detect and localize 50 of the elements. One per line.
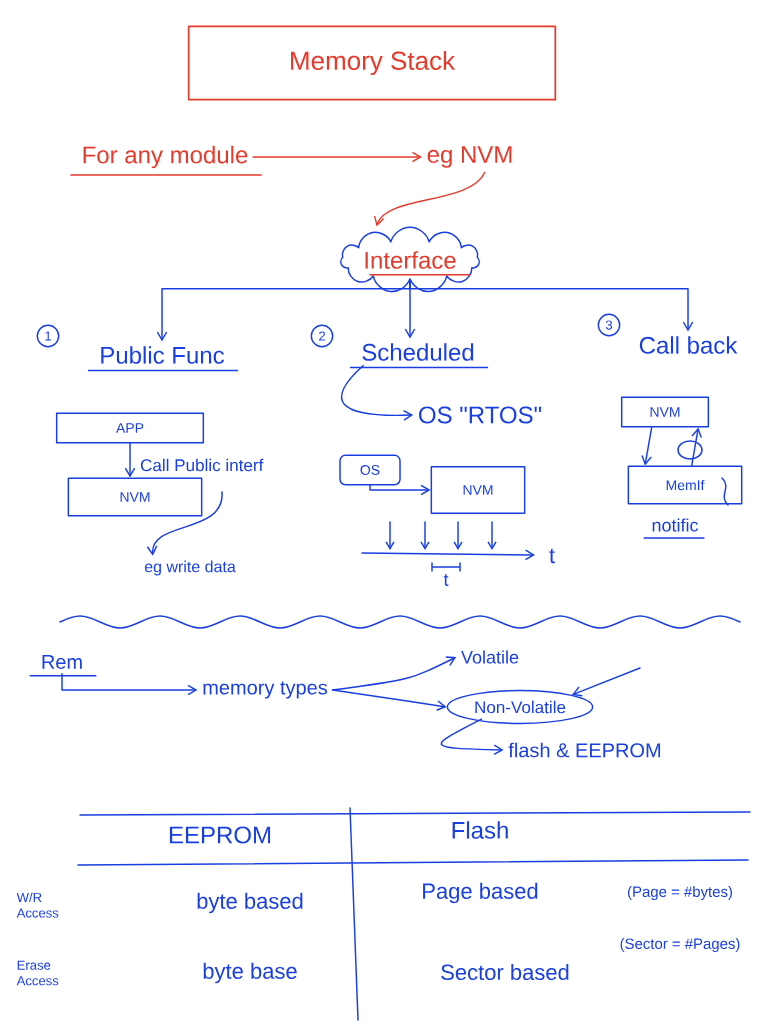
process-box: OS: [339, 454, 401, 486]
arrow: [641, 426, 653, 466]
underlined-text: For any module: [70, 145, 262, 176]
arrow: [369, 484, 431, 496]
table-cell: Page based: [423, 882, 538, 904]
arrow: [331, 689, 447, 711]
column-header: Flash: [452, 821, 508, 839]
process-box: APP: [55, 412, 205, 444]
text: flash & EEPROM: [508, 742, 661, 758]
table-cell: byte based: [197, 892, 303, 914]
edge-label: Call Public interf: [138, 457, 265, 473]
process-box: NVM: [430, 465, 526, 515]
underlined-heading: Scheduled: [349, 343, 489, 369]
ellipse-node: Non-Volatile: [446, 689, 594, 725]
arrow: [373, 171, 486, 227]
arrow: [409, 280, 694, 332]
axis-label: t: [549, 548, 555, 564]
underlined-heading: Public Func: [87, 346, 239, 372]
text: OS "RTOS": [419, 406, 542, 424]
process-box: NVM: [67, 477, 203, 517]
title-box: Memory Stack: [187, 25, 557, 101]
row-header: Erase Access: [16, 960, 59, 986]
circled-number: 3: [597, 313, 621, 337]
text: eg NVM: [427, 146, 512, 168]
arrow: [331, 656, 457, 691]
circled-number: 1: [36, 324, 60, 348]
interval-label: t: [443, 574, 449, 586]
column-header: EEPROM: [169, 826, 271, 844]
arrow: [341, 364, 414, 421]
text: memory types: [203, 681, 328, 699]
process-box: MemIf: [627, 465, 743, 505]
text: Volatile: [461, 650, 519, 664]
underlined-text: notific: [643, 518, 705, 539]
arrow: [124, 442, 136, 478]
table-cell: (Page = #bytes): [628, 886, 732, 900]
arrow: [146, 491, 223, 556]
arrow: [61, 673, 198, 696]
circled-number: 2: [310, 324, 334, 348]
underlined-text: Rem: [29, 655, 97, 677]
row-header: W/R Access: [16, 892, 59, 918]
text: eg write data: [144, 560, 236, 576]
table-cell: byte base: [203, 962, 297, 984]
process-box: NVM: [620, 396, 710, 428]
heading: Call back: [639, 336, 738, 354]
table-cell: (Sector = #Pages): [620, 938, 740, 952]
arrow: [440, 718, 504, 756]
interface-cloud: Interface: [340, 226, 480, 293]
table-cell: Sector based: [441, 963, 569, 981]
arrow: [571, 667, 641, 697]
arrow: [252, 151, 422, 163]
